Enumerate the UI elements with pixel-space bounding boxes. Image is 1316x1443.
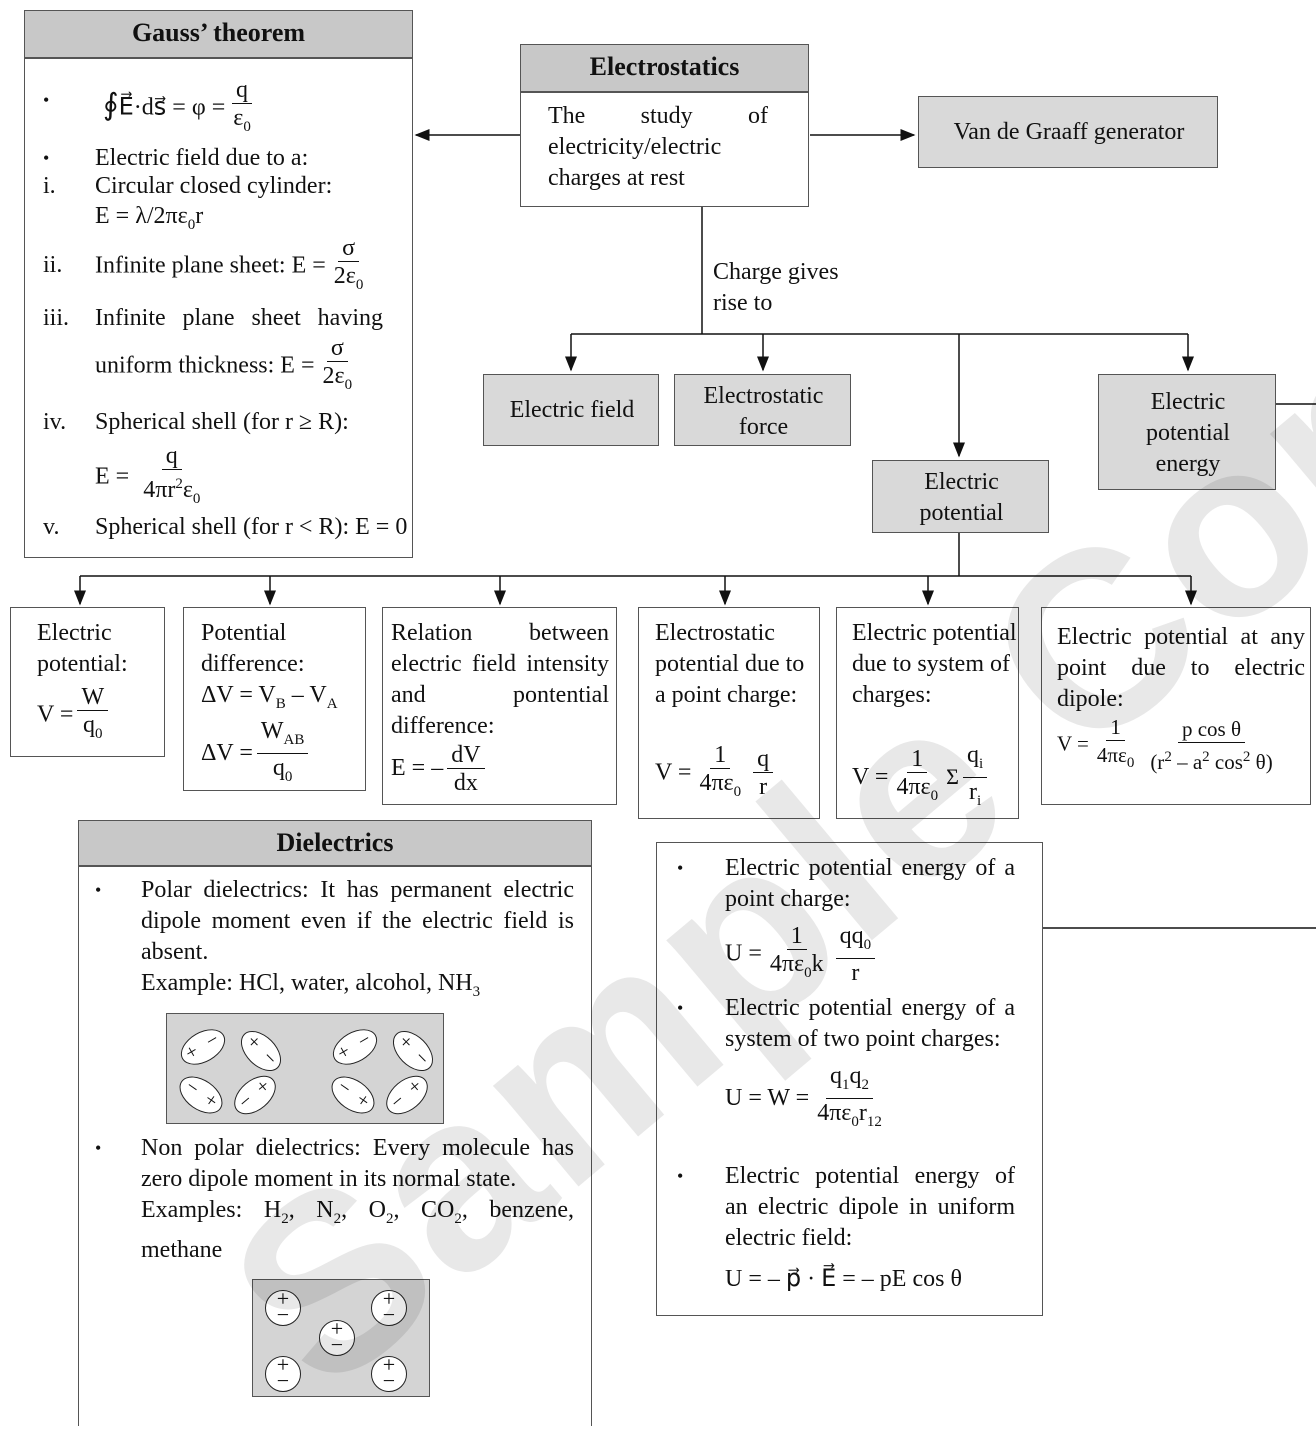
electric-potential-box: Electric potential (872, 460, 1049, 533)
dielectrics-title: Dielectrics (78, 820, 592, 866)
card2-title: Potential difference: (201, 620, 305, 677)
electric-potential-label: Electric potential (919, 469, 1004, 526)
polar-item: • Polar dielectrics: It has permanent el… (95, 877, 574, 1000)
connector-lines (74, 129, 1316, 929)
card-point-charge: Electrostatic potential due to a point c… (638, 607, 820, 819)
root-title: Electrostatics (520, 44, 809, 92)
root-description: The study of electricity/electric charge… (548, 103, 768, 191)
card1-title: Electric potential: (37, 620, 128, 677)
potential-energy-label: Electric potential energy (1146, 389, 1230, 477)
energy-item-2: • Electric potential energy of a system … (677, 995, 1015, 1130)
dielectrics-box: • Polar dielectrics: It has permanent el… (78, 866, 592, 1426)
electric-field-box: Electric field (483, 374, 659, 446)
card-system-charges: Electric potential due to system of char… (836, 607, 1019, 819)
card4-title: Electrostatic potential due to a point c… (655, 620, 805, 708)
card-potential-difference: Potential difference: ΔV = VB – VA ΔV =W… (183, 607, 366, 791)
electrostatic-force-box: Electrostatic force (674, 374, 851, 446)
van-de-graaff-box: Van de Graaff generator (918, 96, 1218, 168)
van-de-graaff-label: Van de Graaff generator (953, 119, 1185, 145)
nonpolar-item: • Non polar dielectrics: Every molecule … (95, 1135, 575, 1263)
card5-title: Electric potential due to system of char… (852, 620, 1017, 708)
potential-energy-box: Electric potential energy (1098, 374, 1276, 490)
nonpolar-diagram: +− +− +− +− +− (252, 1279, 430, 1397)
card6-title: Electric potential at any point due to e… (1057, 624, 1305, 712)
electrostatic-force-label: Electrostatic force (703, 383, 824, 440)
electric-field-label: Electric field (509, 397, 635, 423)
card-field-relation: Relation between electric field intensit… (382, 607, 617, 805)
gauss-title: Gauss’ theorem (24, 10, 413, 58)
energy-item-3: • Electric potential energy of an electr… (677, 1163, 1015, 1292)
energy-item-1: • Electric potential energy of a point c… (677, 855, 1015, 986)
gauss-intro: Electric field due to a: (95, 145, 309, 171)
card-dipole: Electric potential at any point due to e… (1041, 607, 1311, 805)
card2-line1: ΔV = VB – VA (201, 682, 338, 712)
card3-title: Relation between electric field intensit… (391, 620, 609, 739)
root-box: The study of electricity/electric charge… (520, 92, 809, 207)
edge-label: Charge gives rise to (713, 259, 839, 316)
energy-box: • Electric potential energy of a point c… (656, 842, 1043, 1316)
polar-diagram: +− +− −+ −+ +− +− −+ −+ (166, 1013, 444, 1124)
